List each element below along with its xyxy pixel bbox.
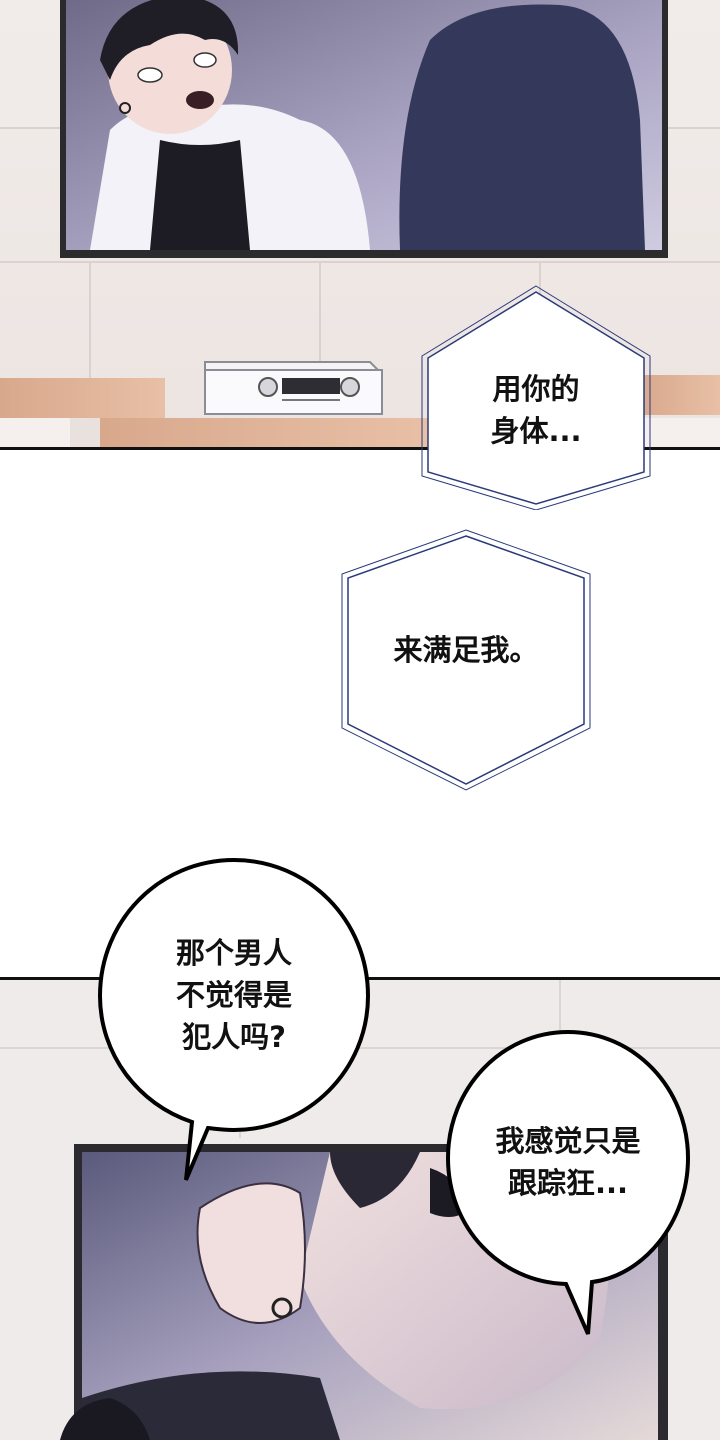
panel-tv-room (0, 0, 720, 448)
whisper-bubble-1-shape (421, 285, 651, 510)
speech-bubble-1-shape (97, 857, 371, 1181)
speech-bubble-2-shape (445, 1029, 691, 1335)
whisper-bubble-2-shape (341, 529, 591, 791)
speech-bubble-1-text: 那个男人 不觉得是 犯人吗? (175, 936, 292, 1054)
speech-bubble-2-text: 我感觉只是 跟踪狂... (495, 1124, 641, 1200)
whisper-bubble-1-text: 用你的 身体... (490, 372, 582, 448)
panel-border-1 (0, 447, 720, 450)
whisper-bubble-2-text: 来满足我。 (393, 633, 539, 667)
tv-room-art (0, 0, 720, 448)
